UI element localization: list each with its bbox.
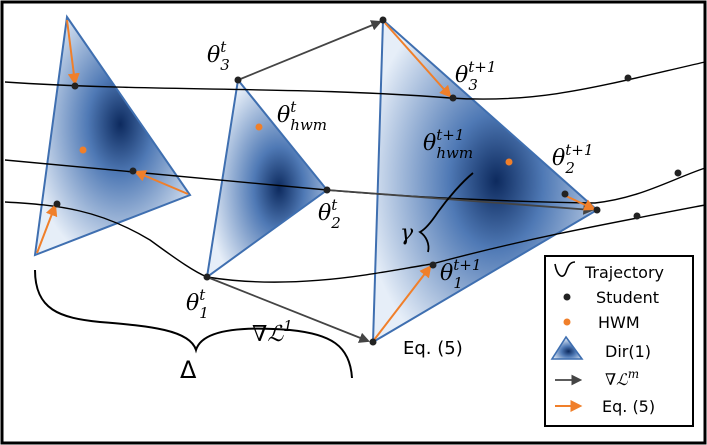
label-grad-l1: ∇ℒ1 [252,317,293,347]
dirichlet-triangle-icon [550,335,584,360]
eq5-arrow-tri1-bottom [36,203,58,254]
simplex-triangle-2 [205,77,329,280]
student-icon [563,293,571,301]
label-eq5: Eq. (5) [403,338,463,359]
legend-hwm-label: HWM [598,313,640,332]
student-point [674,169,682,177]
delta-brace [34,269,353,379]
eq5-arrow-tri3-right [565,195,597,211]
trajectory-line-top [4,61,706,100]
eq5-arrow-tri1-top [66,19,80,86]
student-point [323,186,331,194]
legend-student-label: Student [596,288,659,307]
hwm-point [255,123,263,131]
student-point [633,212,641,220]
legend: Trajectory Student HWM Dir(1) ∇ℒm Eq. (5… [544,255,694,427]
simplex-triangle-3 [371,17,599,344]
eq5-arrow-tri3-bottom [373,265,432,341]
student-point [561,190,569,198]
eq5-arrow-tri3-top [384,22,452,98]
student-point [234,76,242,84]
gamma-bracket [418,172,474,253]
student-point [203,273,211,281]
label-gamma: γ [400,221,414,246]
student-point [429,261,437,269]
legend-dir-label: Dir(1) [605,342,651,361]
student-point [593,206,601,214]
student-point [624,74,632,82]
student-point [369,338,377,346]
hwm-icon [563,318,571,326]
legend-grad-label: ∇ℒm [605,367,639,389]
grad-arrow-theta1 [206,276,371,343]
student-point [449,94,457,102]
student-point [71,82,79,90]
student-point [53,200,61,208]
trajectory-icon [554,261,576,277]
legend-trajectory-label: Trajectory [584,263,664,282]
trajectory-line-bottom [4,201,706,283]
hwm-point [79,146,87,154]
grad-arrow-theta3 [237,20,382,81]
legend-eq5-label: Eq. (5) [602,397,655,416]
eq5-arrow-tri1-right [133,170,189,195]
student-point [129,167,137,175]
label-delta: Δ [180,356,197,384]
hwm-point [505,158,513,166]
grad-arrow-theta2 [326,189,595,215]
student-point [379,16,387,24]
